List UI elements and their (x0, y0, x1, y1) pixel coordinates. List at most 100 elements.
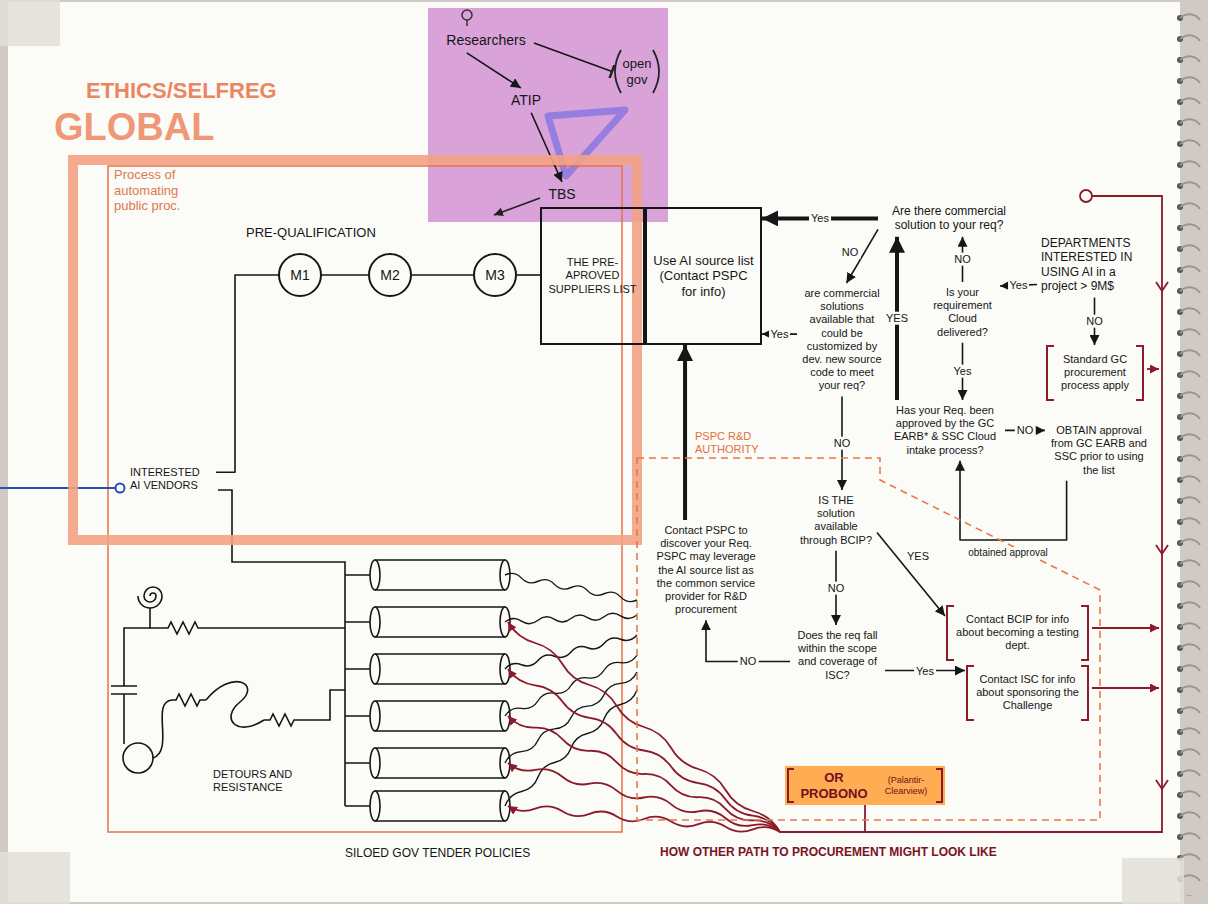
spiral-binding (1172, 8, 1206, 896)
decision-text: Are there commercial solution to your re… (878, 200, 1020, 237)
connector-arrow (467, 53, 521, 88)
connector-arrow (877, 533, 945, 617)
exit-arrow (1092, 627, 1159, 629)
branch-wire (345, 575, 370, 806)
bracketed-node: open gov (612, 48, 662, 95)
node-text: Contact PSPC to discover your Req. PSPC … (656, 524, 756, 616)
node-text: Standard GC procurement process apply (1053, 353, 1137, 393)
list-box: THE PRE-APROVED SUPPLIERS LIST (540, 207, 645, 345)
node-text: Contact ISC for info about sponsoring th… (973, 673, 1082, 713)
edge-label-holder: NO (952, 253, 973, 266)
node-text: TBS (544, 186, 580, 203)
edge-label: Yes (769, 328, 791, 341)
tube-group (370, 560, 510, 821)
milestone-circle: M3 (473, 253, 517, 297)
milestone-circle: M2 (368, 253, 412, 297)
authority-region: PSPC R&D AUTHORITYContact PSPC to discov… (637, 458, 1100, 820)
node-text: DEPARTMENTS INTERESTED IN USING AI in a … (1041, 236, 1148, 294)
wavy-arrow (508, 622, 780, 832)
edge-label: Yes (809, 212, 831, 225)
return-line (780, 196, 1162, 832)
edge-label: NO (832, 437, 853, 450)
terminal-dot (116, 484, 125, 493)
tube-end (370, 701, 380, 731)
paren-mark (615, 50, 659, 93)
start-text: DEPARTMENTS INTERESTED IN USING AI in a … (1037, 232, 1152, 298)
outgoing-arrow (494, 198, 540, 215)
free-label-holder: GLOBAL (54, 106, 214, 150)
box-border (646, 208, 761, 344)
node-text: ATIP (504, 92, 548, 109)
stage-label: PRE-QUALIFICATION (246, 226, 376, 241)
wire (124, 628, 150, 686)
edge-label-holder: Yes (769, 328, 791, 341)
tube-symbol (375, 748, 505, 778)
tube-end (370, 654, 380, 684)
squiggle-line (505, 573, 637, 601)
edge-label: obtained approval (966, 547, 1050, 559)
circle-border (474, 254, 516, 296)
region-border (73, 160, 637, 540)
connector-arrow (534, 43, 612, 72)
decision-text: IS THE solution available through BCIP? (795, 490, 877, 551)
box-border (541, 208, 644, 344)
start-circle (462, 10, 472, 20)
process-box: Use AI source list (Contact PSPC for inf… (645, 207, 762, 345)
decision-text: Has your Req. been approved by the GC EA… (885, 400, 1005, 461)
connector-arrow (216, 275, 278, 472)
tube-symbol (375, 560, 505, 590)
node-text: open gov (620, 56, 654, 87)
squiggle-line (505, 635, 637, 669)
node-text: OR PROBONO (793, 770, 875, 801)
connector-arrow (683, 345, 687, 520)
tube-end (370, 748, 380, 778)
node-text: Contact BCIP for info about becoming a t… (953, 613, 1082, 653)
group-label: DETOURS AND RESISTANCE (213, 768, 305, 793)
edge-label-holder: Yes (809, 212, 831, 225)
actor-label: Researchers (438, 28, 534, 53)
tube-symbol (375, 607, 505, 637)
edge-label: NO (826, 582, 847, 595)
edge-label-holder: YES (884, 312, 910, 325)
node-text: M3 (473, 267, 517, 284)
footer-note: HOW OTHER PATH TO PROCUREMENT MIGHT LOOK… (660, 846, 997, 860)
edge-label: Yes (1008, 279, 1030, 292)
edge-label: NO (840, 246, 861, 259)
tube-symbol (375, 791, 505, 821)
outcome-box: Contact BCIP for info about becoming a t… (945, 605, 1090, 661)
node-text: M1 (278, 267, 322, 284)
free-label-holder: ETHICS/SELFREG (86, 78, 277, 103)
circle-border (279, 254, 321, 296)
edge-label: NO (1015, 424, 1036, 437)
node-text: Process of automating public proc. (114, 167, 209, 214)
wavy-arrow (508, 716, 780, 832)
input-wire (0, 487, 115, 489)
connector-arrow (531, 113, 562, 182)
edge-label-holder: obtained approval (966, 547, 1050, 559)
edge-label-holder: NO (738, 655, 759, 668)
squiggle-line (505, 613, 637, 623)
edge-label: Yes (914, 664, 936, 677)
tube-end (370, 607, 380, 637)
section-title: ETHICS/SELFREG (86, 78, 277, 103)
node-text: Are there commercial solution to your re… (882, 204, 1016, 233)
sticky-note: OR PROBONO(Palantir-Clearview) (785, 766, 945, 805)
section-title: GLOBAL (54, 106, 214, 150)
free-label-holder: SILOED GOV TENDER POLICIES (345, 847, 530, 861)
node-text: OBTAIN approval from GC EARB and SSC pri… (1049, 424, 1149, 477)
tube-end (370, 791, 380, 821)
connector-arrow (517, 274, 540, 276)
edge-label: NO (738, 655, 759, 668)
stem-line (466, 20, 468, 26)
node-text: INTERESTED AI VENDORS (130, 466, 212, 492)
edge-label: NO (952, 253, 973, 266)
wire (123, 694, 125, 744)
decision-text: Is your requirement Cloud delivered? (925, 282, 1000, 343)
node-text: Is your requirement Cloud delivered? (929, 286, 996, 339)
node-text: (Palantir-Clearview) (875, 775, 937, 797)
spiral-symbol (138, 587, 162, 608)
edge-label: YES (905, 550, 931, 563)
connector-arrow (412, 274, 473, 276)
bracket-mark (947, 606, 1088, 660)
detour-loop (206, 682, 264, 727)
